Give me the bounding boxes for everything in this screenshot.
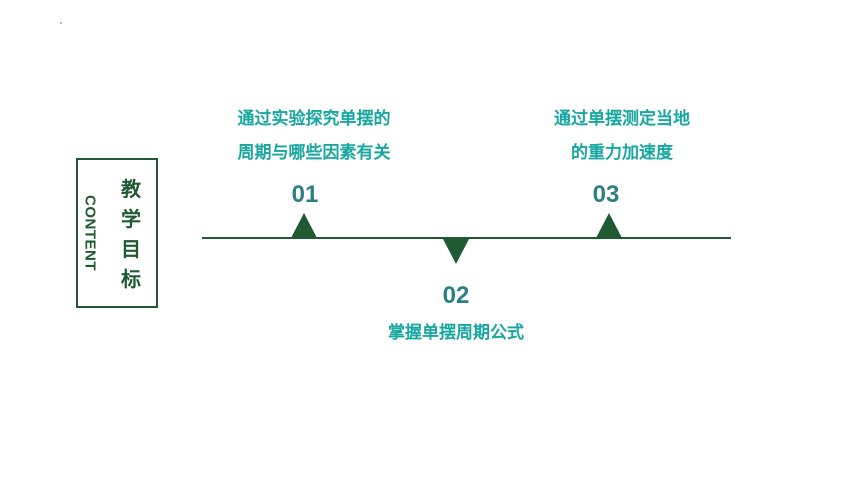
timeline-line [202, 237, 731, 239]
section-title-char: 目 [121, 237, 141, 261]
section-title-char: 教 [121, 177, 141, 201]
timeline-point-2-number: 02 [442, 282, 470, 309]
description-line: 周期与哪些因素有关 [237, 143, 391, 163]
description-line: 通过实验探究单摆的 [237, 109, 391, 129]
timeline-point-1-number: 01 [291, 181, 319, 208]
timeline-marker-down-icon [443, 239, 469, 264]
timeline-point-2-description: 掌握单摆周期公式 [388, 316, 524, 350]
content-label: CONTENT [81, 195, 99, 271]
section-title: 教 学 目 标 [119, 174, 143, 294]
timeline-point-3-number: 03 [592, 181, 620, 208]
description-line: 掌握单摆周期公式 [388, 323, 524, 343]
timeline-point-1-description: 通过实验探究单摆的 周期与哪些因素有关 [238, 102, 391, 170]
timeline-marker-up-icon [596, 213, 622, 238]
section-title-char: 标 [121, 267, 141, 291]
section-title-box [76, 158, 158, 308]
decorative-dot [60, 22, 62, 24]
description-line: 的重力加速度 [571, 143, 673, 163]
timeline-point-3-description: 通过单摆测定当地 的重力加速度 [554, 102, 690, 170]
description-line: 通过单摆测定当地 [554, 109, 690, 129]
timeline-marker-up-icon [291, 213, 317, 238]
section-title-char: 学 [121, 207, 141, 231]
